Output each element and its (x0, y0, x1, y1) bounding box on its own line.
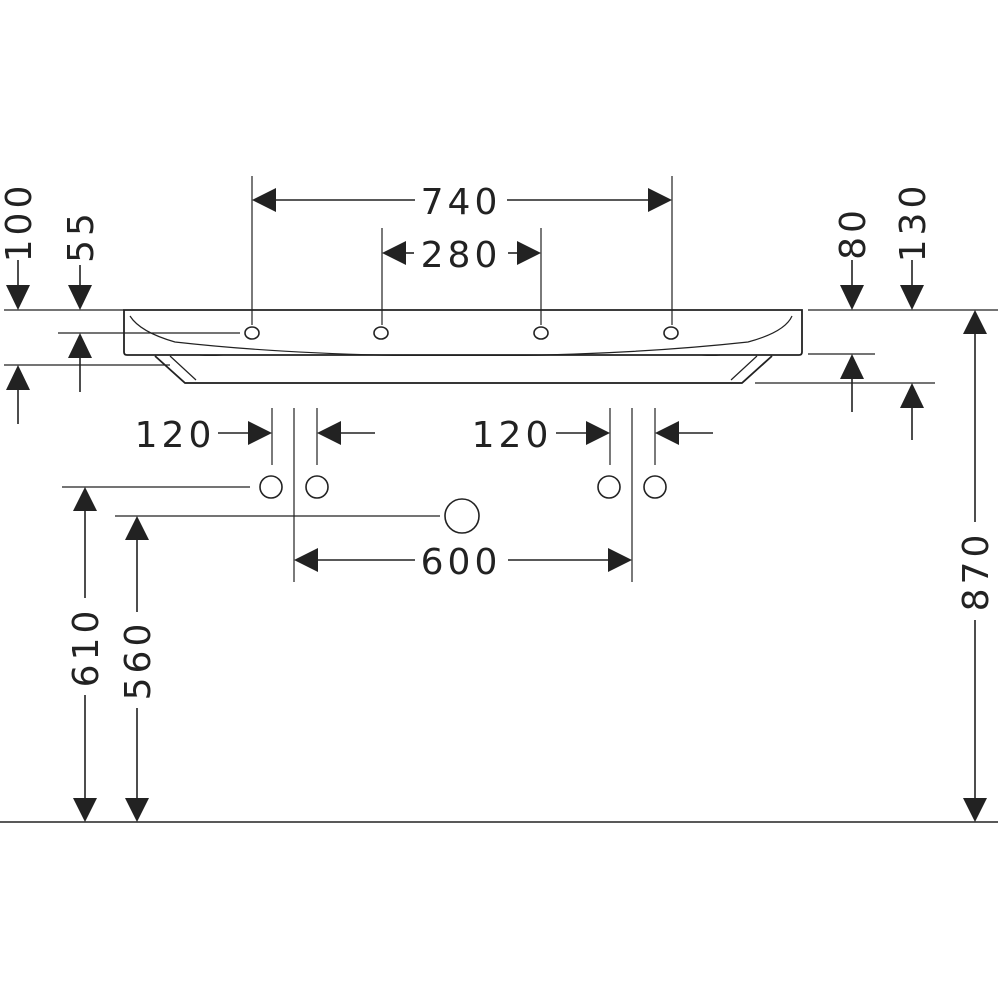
dim-label-130: 130 (893, 182, 934, 263)
tap-hole-1 (244, 326, 260, 340)
dim-label-600: 600 (421, 542, 502, 583)
dimension-740: 740 (252, 182, 672, 223)
dimension-870: 870 (956, 310, 997, 822)
dimension-55: 55 (61, 209, 102, 392)
basin-outline (123, 309, 803, 384)
tap-hole-4 (663, 326, 679, 340)
dimension-130: 130 (893, 182, 934, 440)
tap-holes (244, 326, 679, 340)
supply-hole-right-b (643, 475, 667, 499)
tap-hole-3 (533, 326, 549, 340)
supply-hole-left-b (305, 475, 329, 499)
dim-label-870: 870 (956, 531, 997, 612)
supply-hole-left-a (259, 475, 283, 499)
dim-label-100: 100 (0, 182, 40, 263)
dim-label-740: 740 (421, 182, 502, 223)
connection-points (259, 475, 667, 534)
dimension-80: 80 (833, 206, 874, 412)
reference-lines (0, 176, 998, 823)
dimension-280: 280 (382, 235, 541, 276)
dim-label-55: 55 (61, 209, 102, 263)
dimension-610: 610 (66, 487, 107, 822)
dimension-120-left: 120 (135, 415, 375, 456)
supply-hole-right-a (597, 475, 621, 499)
dimension-600: 600 (294, 542, 632, 583)
dim-label-610: 610 (66, 607, 107, 688)
dim-label-280: 280 (421, 235, 502, 276)
dimension-120-right: 120 (472, 415, 713, 456)
dim-label-80: 80 (833, 206, 874, 260)
dim-label-120-right: 120 (472, 415, 553, 456)
dimension-100: 100 (0, 182, 40, 424)
dim-label-560: 560 (118, 620, 159, 701)
dimension-560: 560 (118, 516, 159, 822)
dim-label-120-left: 120 (135, 415, 216, 456)
waste-outlet (444, 498, 480, 534)
tap-hole-2 (373, 326, 389, 340)
